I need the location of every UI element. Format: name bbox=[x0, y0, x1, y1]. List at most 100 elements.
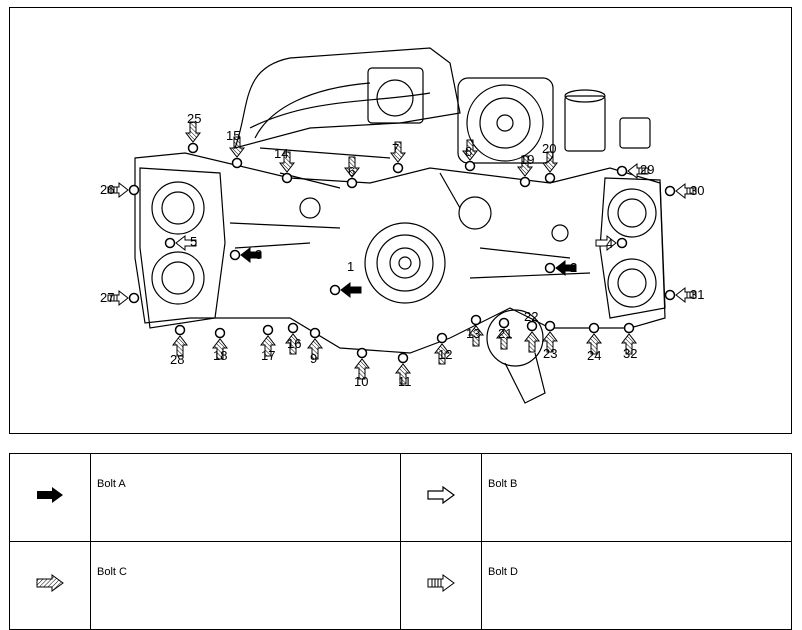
bolt-head bbox=[392, 162, 404, 174]
bolt-head bbox=[470, 314, 482, 326]
bolt-callout-8: 8 bbox=[461, 139, 479, 172]
bolt-callout-6: 6 bbox=[343, 156, 361, 189]
bolt-c-arrow bbox=[495, 328, 513, 350]
bolt-head bbox=[262, 324, 274, 336]
bolt-b-arrow bbox=[175, 234, 197, 252]
bolt-head bbox=[664, 185, 676, 197]
bolt-callout-17: 17 bbox=[259, 324, 277, 363]
bolt-callout-12: 12 bbox=[433, 332, 452, 365]
bolt-d-stripes bbox=[638, 168, 646, 174]
bolt-b-label: Bolt B bbox=[481, 453, 792, 542]
bolt-callout-16: 16 bbox=[284, 322, 302, 355]
callout-number: 13 bbox=[466, 326, 480, 341]
bolt-head bbox=[526, 320, 538, 332]
bolt-d-stripes bbox=[686, 188, 694, 194]
striped-arrow-icon bbox=[427, 574, 455, 592]
callout-number: 8 bbox=[465, 144, 472, 159]
bolt-head bbox=[616, 237, 628, 249]
callout-number: 27 bbox=[100, 290, 114, 305]
bolt-d-label: Bolt D bbox=[481, 541, 792, 630]
callout-number: 25 bbox=[187, 111, 201, 126]
bolt-head bbox=[164, 237, 176, 249]
bolt-callout-28: 28 bbox=[170, 324, 189, 367]
bolt-head bbox=[128, 184, 140, 196]
bolt-a-symbol-cell bbox=[9, 453, 91, 542]
bolt-d-arrow bbox=[675, 182, 697, 200]
bolt-c-arrow bbox=[620, 333, 638, 355]
bolt-callout-29: 29 bbox=[616, 162, 654, 180]
bolt-callout-20: 20 bbox=[541, 141, 559, 184]
callout-number: 3 bbox=[255, 247, 262, 262]
bolt-a-arrow bbox=[555, 259, 577, 277]
bolt-d-arrow bbox=[107, 181, 129, 199]
bolt-head bbox=[498, 317, 510, 329]
bolt-callout-32: 32 bbox=[620, 322, 638, 361]
bolt-callout-25: 25 bbox=[184, 111, 201, 154]
bolt-c-arrow bbox=[228, 136, 246, 158]
bolt-callout-14: 14 bbox=[274, 146, 296, 184]
bolt-c-arrow bbox=[523, 331, 541, 353]
bolt-head bbox=[436, 332, 448, 344]
callout-number: 31 bbox=[690, 287, 704, 302]
bolt-callout-11: 11 bbox=[394, 352, 412, 389]
bolt-callout-22: 22 bbox=[523, 309, 541, 353]
callout-number: 10 bbox=[354, 374, 368, 389]
callout-number: 2 bbox=[570, 260, 577, 275]
bolt-c-arrow bbox=[541, 331, 559, 353]
callout-number: 32 bbox=[623, 346, 637, 361]
callout-number: 12 bbox=[438, 347, 452, 362]
bolt-head bbox=[519, 176, 531, 188]
bolt-c-arrow bbox=[461, 139, 479, 161]
bolt-callout-7: 7 bbox=[389, 141, 407, 174]
bolt-d-arrow bbox=[675, 286, 697, 304]
bolt-c-arrow bbox=[306, 338, 324, 360]
bolt-callout-30: 30 bbox=[664, 182, 704, 200]
bolt-callout-21: 21 bbox=[495, 317, 513, 350]
bolt-head bbox=[464, 160, 476, 172]
callout-number: 30 bbox=[690, 183, 704, 198]
bolt-d-stripes bbox=[110, 295, 118, 301]
callout-number: 28 bbox=[170, 352, 184, 367]
bolt-callout-24: 24 bbox=[585, 322, 603, 363]
bolt-head bbox=[214, 327, 226, 339]
bolt-c-arrow bbox=[278, 151, 296, 173]
bolt-head bbox=[187, 142, 199, 154]
callout-number: 7 bbox=[392, 141, 399, 156]
outline-arrow-icon bbox=[427, 485, 456, 505]
bolt-callout-9: 9 bbox=[306, 327, 324, 366]
bolt-c-arrow bbox=[171, 335, 189, 357]
hatched-arrow-icon bbox=[36, 574, 64, 592]
bolt-callout-5: 5 bbox=[164, 234, 197, 252]
bolt-callout-3: 3 bbox=[229, 246, 262, 264]
callout-number: 17 bbox=[261, 348, 275, 363]
bolt-callout-10: 10 bbox=[353, 347, 371, 389]
bolt-a-arrow bbox=[240, 246, 262, 264]
bolt-c-arrow bbox=[541, 151, 559, 173]
solid-arrow-icon bbox=[37, 487, 63, 503]
bolt-c-arrow bbox=[284, 333, 302, 355]
bolt-head bbox=[281, 172, 293, 184]
bolt-callout-1: 1 bbox=[329, 259, 362, 299]
bolt-head bbox=[309, 327, 321, 339]
bolt-callout-31: 31 bbox=[664, 286, 704, 304]
callout-number: 23 bbox=[543, 346, 557, 361]
bolt-callout-27: 27 bbox=[100, 289, 140, 307]
callout-number: 1 bbox=[347, 259, 354, 274]
bolt-c-arrow bbox=[259, 335, 277, 357]
bolt-head bbox=[128, 292, 140, 304]
bolt-d-arrow bbox=[627, 162, 649, 180]
bolt-c-arrow bbox=[343, 156, 361, 178]
callout-number: 15 bbox=[226, 128, 240, 143]
callout-number: 20 bbox=[542, 141, 556, 156]
bolt-c-label: Bolt C bbox=[90, 541, 401, 630]
bolt-d-symbol-cell bbox=[400, 541, 482, 630]
bolt-head bbox=[329, 284, 341, 296]
bolt-head bbox=[544, 320, 556, 332]
bolt-legend-table: Bolt A Bolt B Bolt C Bolt D bbox=[9, 453, 792, 630]
bolt-d-stripes bbox=[110, 187, 118, 193]
bolt-head bbox=[356, 347, 368, 359]
callout-number: 6 bbox=[348, 164, 355, 179]
